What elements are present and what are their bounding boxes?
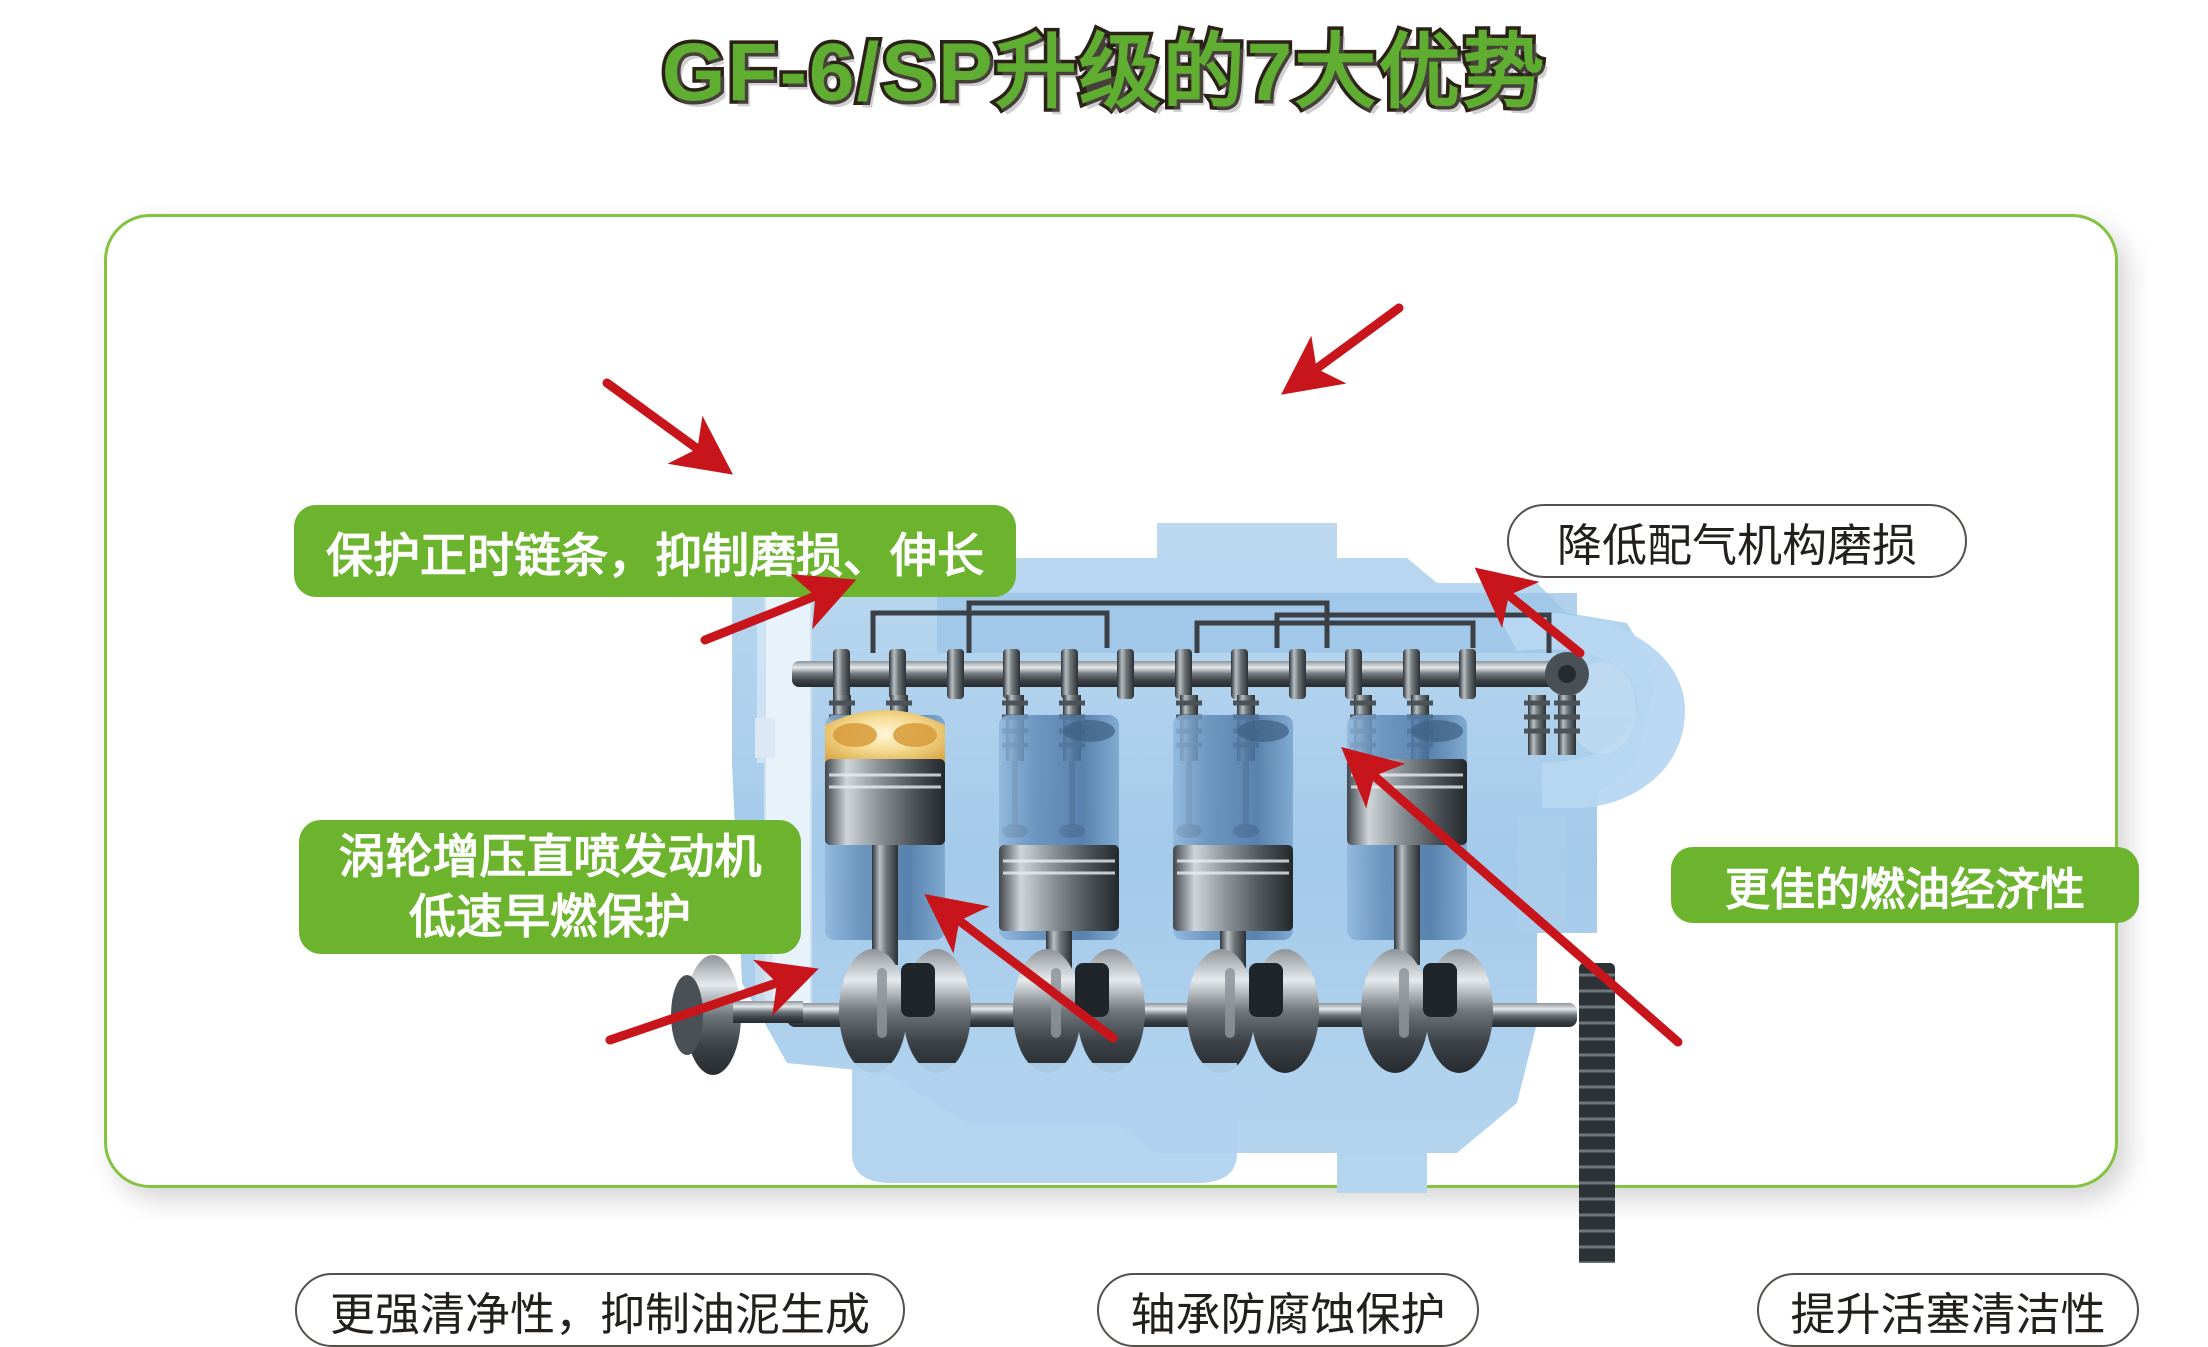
callout-bearing-corrosion: 轴承防腐蚀保护 (1097, 1273, 1479, 1347)
callout-valvetrain-wear-text: 降低配气机构磨损 (1556, 519, 1917, 571)
callout-turbo-lspi-line2: 低速早燃保护 (409, 890, 691, 943)
callout-timing-chain: 保护正时链条，抑制磨损、伸长 (294, 505, 1016, 597)
callout-valvetrain-wear: 降低配气机构磨损 (1507, 504, 1967, 578)
callout-turbo-lspi: 涡轮增压直喷发动机 低速早燃保护 (299, 820, 801, 954)
camshaft (792, 649, 1589, 699)
callout-turbo-lspi-line1: 涡轮增压直喷发动机 (338, 829, 762, 883)
cylinder-1 (825, 710, 945, 965)
callout-detergency-sludge-text: 更强清净性，抑制油泥生成 (329, 1288, 870, 1340)
content-card: 保护正时链条，抑制磨损、伸长 涡轮增压直喷发动机 低速早燃保护 降低配气机构磨损… (104, 214, 2139, 1347)
callout-timing-chain-text: 保护正时链条，抑制磨损、伸长 (326, 528, 984, 582)
cylinder-4 (1347, 715, 1467, 965)
callout-fuel-economy-text: 更佳的燃油经济性 (1724, 863, 2085, 915)
callout-fuel-economy: 更佳的燃油经济性 (1671, 847, 2139, 923)
callout-piston-cleanliness: 提升活塞清洁性 (1757, 1273, 2139, 1347)
page-title: GF-6/SP升级的7大优势 (658, 24, 1548, 121)
callout-bearing-corrosion-text: 轴承防腐蚀保护 (1130, 1288, 1446, 1340)
callout-detergency-sludge: 更强清净性，抑制油泥生成 (295, 1273, 905, 1347)
oil-pan (852, 1063, 1237, 1183)
callout-piston-cleanliness-text: 提升活塞清洁性 (1790, 1288, 2106, 1340)
flywheel-ring-gear (1579, 963, 1615, 1263)
